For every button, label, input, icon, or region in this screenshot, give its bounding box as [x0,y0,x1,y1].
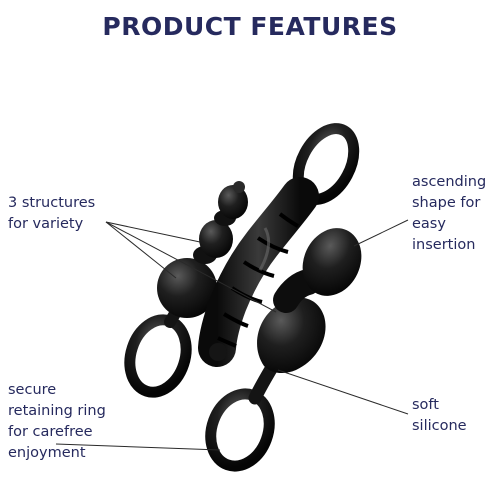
page-title: PRODUCT FEATURES [102,12,398,41]
leader-line-ring [55,443,221,451]
leader-line-structures-2 [105,221,177,279]
feature-label-soft-silicone: soft silicone [412,397,467,434]
ascending-plug-shape [205,228,362,472]
leader-line-ascending [353,219,409,247]
feature-label-retaining-ring: secure retaining ring for carefree enjoy… [8,382,106,461]
leader-line-silicone [277,369,409,415]
leader-lines [55,219,409,451]
feature-label-structures: 3 structures for variety [8,195,96,232]
feature-label-ascending-shape: ascending shape for easy insertion [412,174,487,253]
leader-line-structures-3 [105,221,277,313]
leader-line-structures-1 [105,221,201,243]
